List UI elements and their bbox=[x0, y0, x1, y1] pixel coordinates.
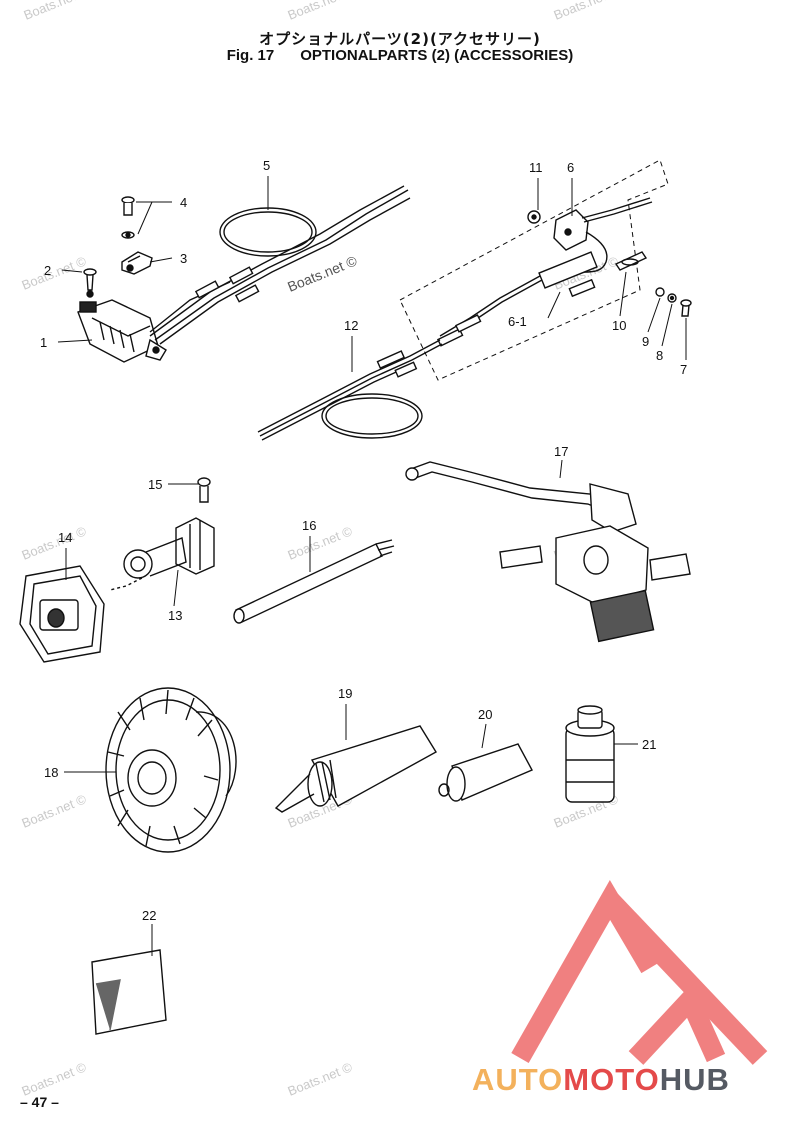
callout-18: 18 bbox=[44, 765, 58, 780]
part-15-bolt bbox=[197, 477, 211, 503]
part-17-grip bbox=[405, 461, 691, 643]
part-6-dashed-box bbox=[399, 159, 669, 381]
callout-15: 15 bbox=[148, 477, 162, 492]
part-8-washer bbox=[667, 293, 677, 303]
part-9-washer bbox=[655, 287, 665, 297]
part-20-small-tube bbox=[438, 743, 533, 802]
callout-21: 21 bbox=[642, 737, 656, 752]
logo-text-moto: MOTO bbox=[563, 1062, 660, 1097]
part-14-plate bbox=[19, 565, 105, 663]
title-japanese: オプショナルパーツ(2)(アクセサリー) bbox=[259, 30, 541, 48]
autmotohub-logo: AUTOMOTOHUB bbox=[472, 1062, 730, 1098]
callout-13: 13 bbox=[168, 608, 182, 623]
callout-12: 12 bbox=[344, 318, 358, 333]
watermark: Boats.net © bbox=[286, 0, 355, 23]
title-english-text: OPTIONALPARTS (2) (ACCESSORIES) bbox=[300, 47, 574, 64]
part-10-bracket bbox=[614, 251, 648, 271]
watermark: Boats.net © bbox=[285, 252, 360, 295]
part-21-can bbox=[565, 705, 615, 803]
callout-6-1: 6-1 bbox=[508, 314, 527, 329]
part-19-tube bbox=[274, 725, 437, 813]
callout-8: 8 bbox=[656, 348, 663, 363]
part-16-rod bbox=[233, 539, 395, 624]
part-18-wheel bbox=[105, 687, 237, 853]
callout-7: 7 bbox=[680, 362, 687, 377]
callout-17: 17 bbox=[554, 444, 568, 459]
part-22-sachet bbox=[91, 949, 167, 1035]
page-number: – 47 – bbox=[20, 1094, 59, 1110]
watermark: Boats.net © bbox=[286, 523, 355, 563]
part-12-harness bbox=[257, 339, 443, 441]
title-english: Fig. 17 OPTIONALPARTS (2) (ACCESSORIES) bbox=[0, 47, 800, 64]
callout-1: 1 bbox=[40, 335, 47, 350]
callout-2: 2 bbox=[44, 263, 51, 278]
callout-10: 10 bbox=[612, 318, 626, 333]
part-6-fuse-holder bbox=[436, 197, 653, 347]
part-13-bracket bbox=[109, 517, 215, 591]
callout-9: 9 bbox=[642, 334, 649, 349]
callout-4: 4 bbox=[180, 195, 187, 210]
part-3-clip bbox=[121, 251, 153, 275]
callout-labels: 1 2 3 4 5 6 6-1 7 8 9 10 11 12 13 14 15 … bbox=[40, 158, 687, 923]
part-7-screw bbox=[680, 299, 692, 317]
callout-5: 5 bbox=[263, 158, 270, 173]
figure-label: Fig. 17 bbox=[226, 47, 275, 64]
callout-14: 14 bbox=[58, 530, 72, 545]
part-11-nut bbox=[527, 210, 541, 224]
watermark: Boats.net © bbox=[286, 1059, 355, 1099]
watermark: Boats.net © bbox=[22, 0, 91, 23]
callout-22: 22 bbox=[142, 908, 156, 923]
logo-text-hub: HUB bbox=[659, 1062, 730, 1097]
callout-19: 19 bbox=[338, 686, 352, 701]
part-1-switch bbox=[77, 299, 167, 363]
logo-text-auto: AUTO bbox=[472, 1062, 564, 1097]
callout-11: 11 bbox=[529, 160, 543, 175]
watermark: Boats.net © bbox=[20, 791, 89, 831]
watermark: Boats.net © bbox=[20, 1059, 89, 1099]
callout-20: 20 bbox=[478, 707, 492, 722]
watermark: Boats.net © bbox=[552, 0, 621, 23]
leader-lines bbox=[57, 176, 687, 956]
callout-16: 16 bbox=[302, 518, 316, 533]
callout-3: 3 bbox=[180, 251, 187, 266]
callout-6: 6 bbox=[567, 160, 574, 175]
logo-triangle-icon bbox=[511, 880, 768, 1065]
part-2-screw bbox=[83, 268, 97, 298]
part-4-screw bbox=[121, 196, 135, 239]
watermark: Boats.net © bbox=[20, 253, 89, 293]
watermark: Boats.net © bbox=[20, 523, 89, 563]
part-5-harness bbox=[149, 185, 411, 345]
